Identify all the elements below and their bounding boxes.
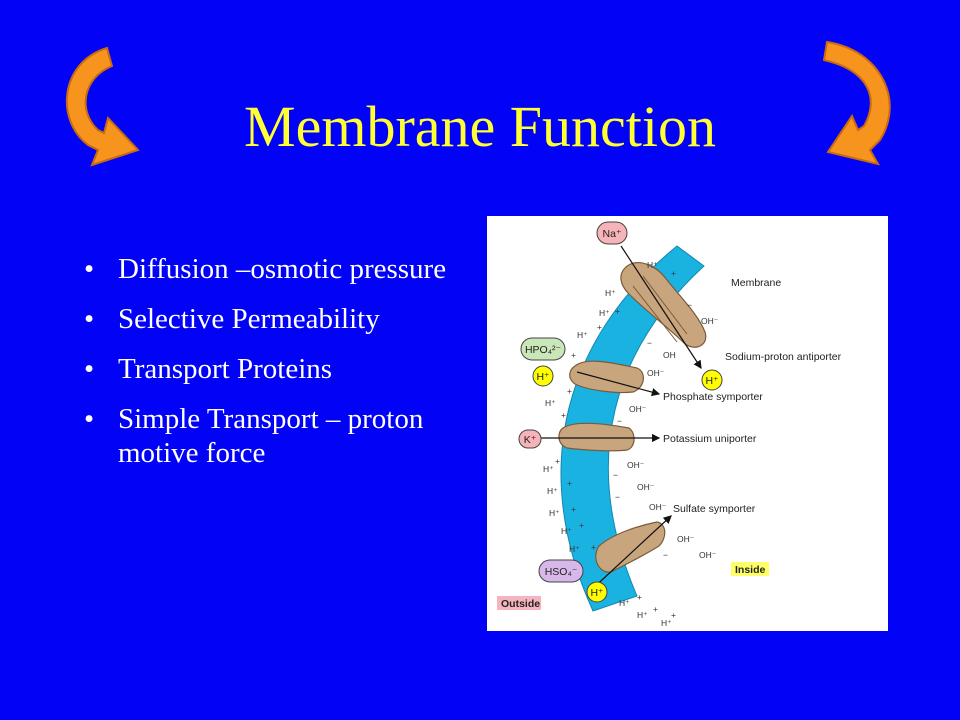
bullet-item: • Transport Proteins: [84, 352, 464, 386]
bullet-marker: •: [84, 253, 95, 285]
svg-text:H⁺: H⁺: [547, 486, 558, 496]
hso4-ion-badge: HSO₄⁻: [538, 559, 584, 583]
sulfate-label: Sulfate symporter: [673, 503, 756, 515]
svg-text:H⁺: H⁺: [577, 330, 588, 340]
svg-text:−: −: [617, 416, 622, 426]
svg-text:H⁺: H⁺: [647, 260, 658, 270]
bullet-list: • Diffusion –osmotic pressure • Selective …: [84, 252, 464, 486]
bullet-marker: •: [84, 353, 95, 385]
svg-text:+: +: [579, 520, 584, 530]
svg-text:−: −: [647, 338, 652, 348]
svg-text:−: −: [663, 550, 668, 560]
svg-text:+: +: [567, 386, 572, 396]
svg-text:OH: OH: [663, 350, 676, 360]
h-ion-circle-left: H⁺: [532, 365, 554, 387]
svg-text:H⁺: H⁺: [605, 288, 616, 298]
slide-title: Membrane Function: [244, 94, 716, 159]
svg-text:H⁺: H⁺: [545, 398, 556, 408]
svg-text:OH⁻: OH⁻: [627, 460, 645, 470]
inside-tag: Inside: [731, 562, 769, 576]
bullet-text: Selective Permeability: [118, 303, 380, 335]
bullet-item: • Diffusion –osmotic pressure: [84, 252, 464, 286]
svg-text:H⁺: H⁺: [543, 464, 554, 474]
svg-text:+: +: [591, 542, 596, 552]
svg-text:OH⁻: OH⁻: [637, 482, 655, 492]
svg-text:OH⁻: OH⁻: [677, 534, 695, 544]
svg-text:OH⁻: OH⁻: [647, 368, 665, 378]
svg-text:OH⁻: OH⁻: [649, 502, 667, 512]
svg-text:HSO₄⁻: HSO₄⁻: [545, 566, 578, 578]
membrane-label: Membrane: [731, 277, 781, 289]
svg-text:Inside: Inside: [735, 564, 766, 576]
svg-text:−: −: [615, 492, 620, 502]
svg-text:+: +: [571, 350, 576, 360]
h-ion-circle-right: H⁺: [701, 369, 723, 391]
svg-text:H⁺: H⁺: [599, 308, 610, 318]
svg-text:−: −: [613, 470, 618, 480]
svg-text:OH⁻: OH⁻: [701, 316, 719, 326]
k-ion-badge: K⁺: [518, 429, 542, 449]
svg-text:+: +: [671, 610, 676, 620]
svg-text:H⁺: H⁺: [637, 610, 648, 620]
bullet-marker: •: [84, 303, 95, 335]
svg-text:−: −: [687, 300, 692, 310]
outside-tag: Outside: [497, 596, 541, 610]
svg-text:OH⁻: OH⁻: [699, 550, 717, 560]
svg-text:H⁺: H⁺: [561, 526, 572, 536]
svg-text:H⁺: H⁺: [569, 544, 580, 554]
sulfate-protein: [595, 521, 666, 573]
h-ion-circle-bottom: H⁺: [586, 581, 608, 603]
phosphate-label: Phosphate symporter: [663, 391, 763, 403]
svg-text:H⁺: H⁺: [705, 375, 719, 387]
bullet-text: Diffusion –osmotic pressure: [118, 253, 447, 285]
svg-text:+: +: [615, 306, 620, 316]
bullet-marker: •: [84, 403, 95, 435]
svg-text:H⁺: H⁺: [536, 371, 550, 383]
svg-text:+: +: [653, 604, 658, 614]
bullet-text: Transport Proteins: [118, 353, 333, 385]
svg-text:+: +: [637, 592, 642, 602]
svg-text:HPO₄²⁻: HPO₄²⁻: [525, 344, 562, 356]
hpo4-ion-badge: HPO₄²⁻: [520, 337, 566, 361]
potassium-label: Potassium uniporter: [663, 433, 757, 445]
potassium-protein: [558, 422, 635, 452]
svg-text:+: +: [567, 478, 572, 488]
svg-text:Na⁺: Na⁺: [603, 228, 622, 240]
bullet-item: • Selective Permeability: [84, 302, 464, 336]
svg-text:H⁺: H⁺: [661, 618, 672, 628]
antiporter-label: Sodium-proton antiporter: [725, 351, 842, 363]
svg-text:OH⁻: OH⁻: [629, 404, 647, 414]
svg-text:H⁺: H⁺: [549, 508, 560, 518]
svg-text:H⁺: H⁺: [590, 587, 604, 599]
antiporter-protein: [620, 262, 707, 348]
svg-text:Outside: Outside: [501, 598, 540, 610]
svg-text:+: +: [571, 504, 576, 514]
svg-text:K⁺: K⁺: [524, 434, 537, 446]
svg-text:+: +: [671, 268, 676, 278]
svg-text:+: +: [561, 410, 566, 420]
na-ion-badge: Na⁺: [596, 221, 628, 245]
membrane-diagram: Na⁺ HPO₄²⁻ H⁺ H⁺ K⁺ HSO₄⁻: [487, 216, 888, 631]
svg-text:+: +: [597, 322, 602, 332]
membrane-band: [560, 245, 705, 612]
bullet-item: • Simple Transport – proton motive force: [84, 402, 464, 470]
svg-text:H⁺: H⁺: [619, 598, 630, 608]
bullet-text: Simple Transport – proton motive force: [118, 403, 424, 469]
svg-text:+: +: [555, 456, 560, 466]
